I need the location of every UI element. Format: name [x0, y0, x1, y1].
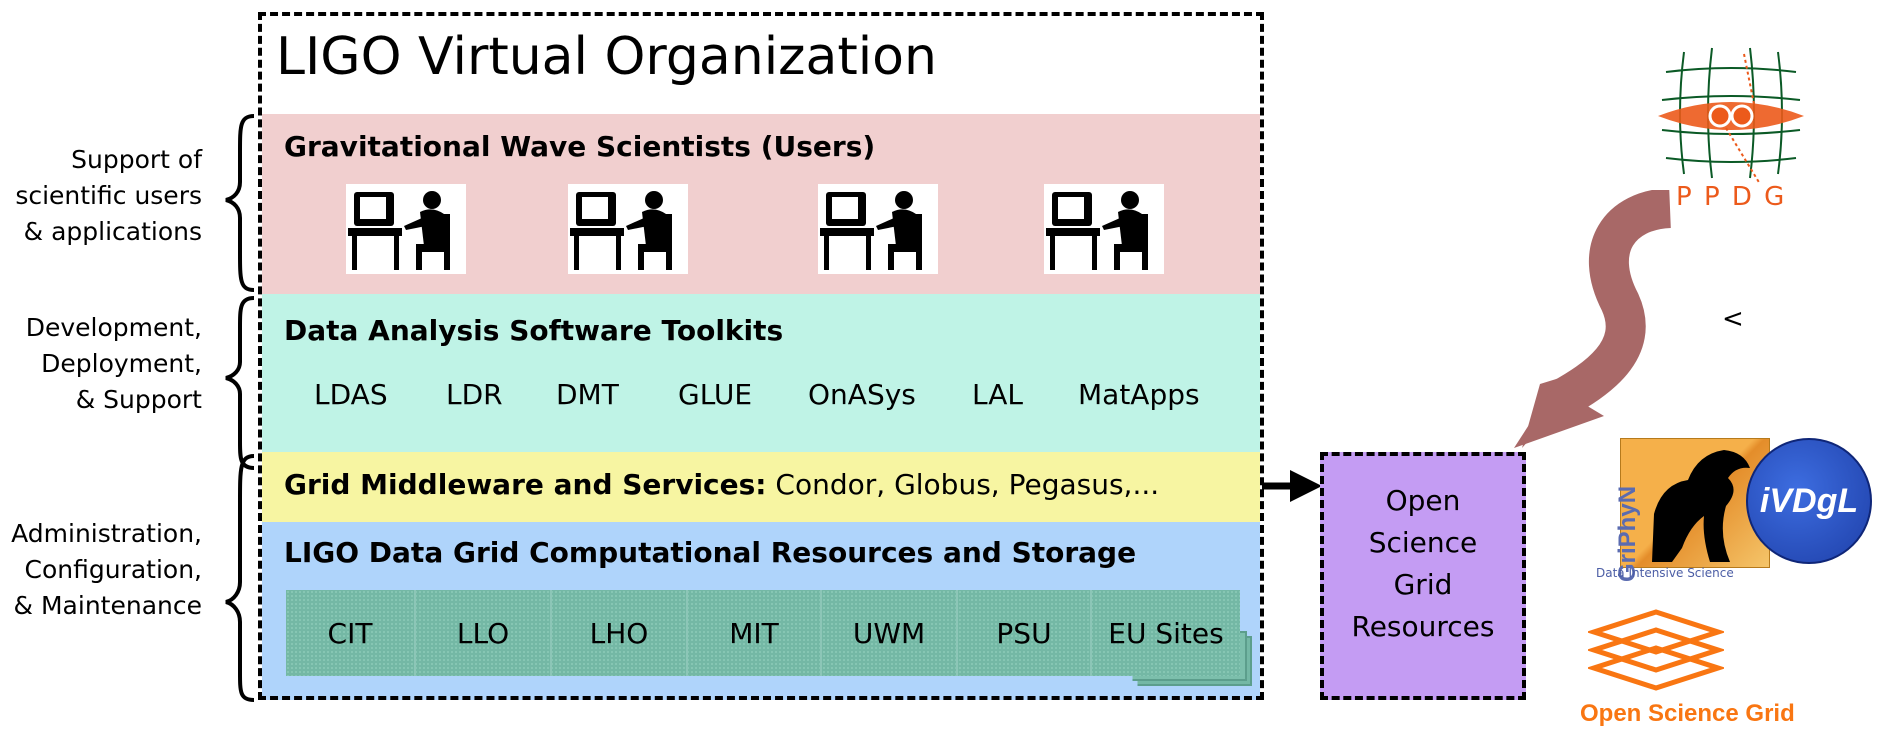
griphyn-logo-caption: Data Intensive Science: [1596, 566, 1734, 580]
side-braces: [225, 114, 255, 702]
site-llo: LLO: [416, 590, 552, 676]
stray-glyph: <: [1722, 304, 1744, 334]
ppdg-logo: [1658, 47, 1804, 185]
osg-resources-line-1: Open: [1385, 484, 1461, 517]
middleware-to-osg-arrow: [1262, 470, 1322, 502]
griphyn-creature-icon: [1652, 450, 1750, 562]
middleware-layer-detail: Condor, Globus, Pegasus,...: [775, 468, 1160, 501]
middleware-layer: Grid Middleware and Services: Condor, Gl…: [262, 452, 1260, 522]
toolkit-item-lal: LAL: [972, 378, 1023, 411]
side-label-development: Development, Deployment, & Support: [25, 313, 202, 414]
middleware-layer-text: Grid Middleware and Services: Condor, Gl…: [284, 468, 1159, 501]
ppdg-logo-text: P P D G: [1676, 182, 1787, 212]
toolkit-item-ldas: LDAS: [314, 378, 388, 411]
site-eu-sites: EU Sites: [1108, 616, 1224, 650]
site-uwm: UWM: [822, 590, 958, 676]
griphyn-logo: GriPhyN Data Intensive Science: [1576, 438, 1772, 582]
osg-resources-line-3: Grid: [1393, 568, 1453, 601]
ppdg-curved-arrow: [1514, 190, 1672, 448]
toolkit-item-onasys: OnASys: [808, 378, 916, 411]
diagram-title: LIGO Virtual Organization: [276, 27, 937, 87]
site-mit: MIT: [688, 590, 822, 676]
site-lho: LHO: [552, 590, 688, 676]
brace-users: [225, 114, 255, 292]
toolkits-layer: Data Analysis Software Toolkits: [262, 294, 1260, 452]
site-psu: PSU: [958, 590, 1092, 676]
griphyn-logo-text: GriPhyN: [1614, 485, 1641, 582]
brace-toolkits: [225, 296, 255, 470]
osg-logo-layers-icon: [1588, 609, 1724, 691]
toolkit-item-dmt: DMT: [556, 378, 619, 411]
toolkit-item-matapps: MatApps: [1078, 378, 1200, 411]
side-label-administration: Administration, Configuration, & Mainten…: [11, 519, 202, 620]
users-layer-title: Gravitational Wave Scientists (Users): [284, 130, 876, 163]
osg-logo-text: Open Science Grid: [1580, 700, 1795, 727]
scientist-workstation-icon: [346, 184, 466, 274]
toolkit-item-ldr: LDR: [446, 378, 503, 411]
scientist-workstation-icon: [568, 184, 688, 274]
brace-infrastructure: [225, 454, 255, 702]
resources-layer-title: LIGO Data Grid Computational Resources a…: [284, 536, 1137, 569]
site-row: CIT LLO LHO MIT UWM PSU EU Sites: [286, 590, 1240, 676]
side-label-users: Support of scientific users & applicatio…: [15, 145, 202, 246]
middleware-layer-title: Grid Middleware and Services:: [284, 468, 767, 501]
osg-resources-line-2: Science: [1368, 526, 1478, 559]
ivdgl-logo: iVDgL: [1746, 438, 1872, 564]
ivdgl-logo-text: iVDgL: [1759, 481, 1859, 520]
osg-resources-box: Open Science Grid Resources: [1320, 452, 1526, 700]
site-cit: CIT: [286, 590, 416, 676]
scientist-workstation-icon: [818, 184, 938, 274]
osg-resources-line-4: Resources: [1351, 610, 1495, 643]
toolkits-layer-title: Data Analysis Software Toolkits: [284, 314, 784, 347]
scientist-workstation-icon: [1044, 184, 1164, 274]
toolkit-item-glue: GLUE: [678, 378, 753, 411]
virtual-organization-frame: [258, 12, 1264, 700]
